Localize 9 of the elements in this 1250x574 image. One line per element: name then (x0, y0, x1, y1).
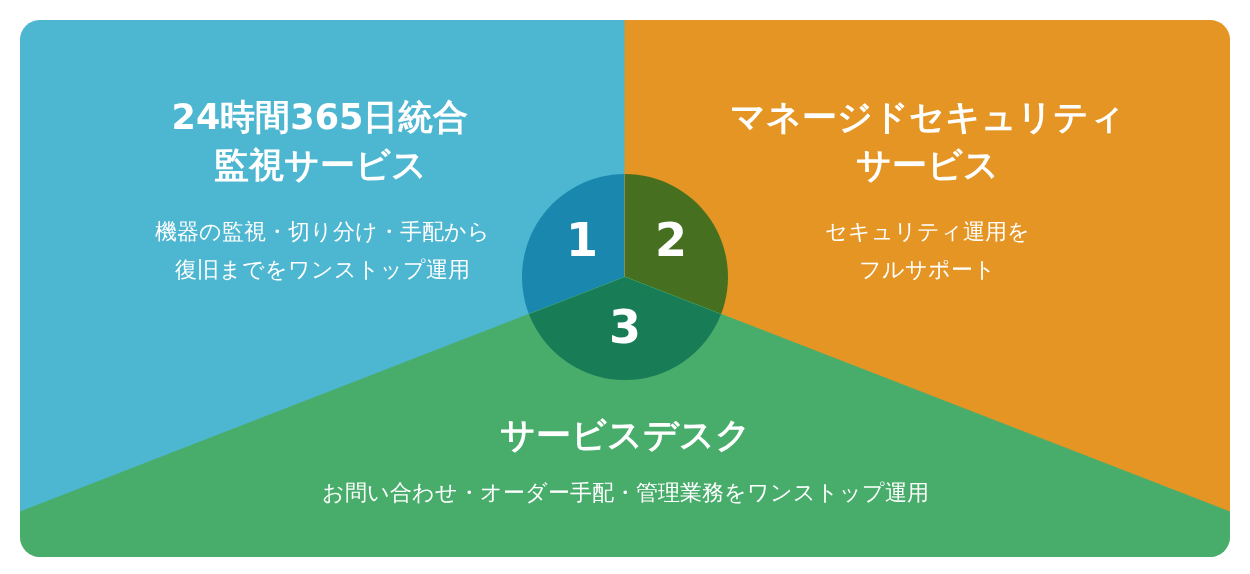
section-description: お問い合わせ・オーダー手配・管理業務をワンストップ運用 (320, 479, 930, 507)
section-number: 1 (565, 215, 599, 265)
section-heading: 24時間365日統合監視サービス (170, 96, 470, 187)
section-description: 機器の監視・切り分け・手配から復旧までをワンストップ運用 (153, 218, 491, 284)
section-number: 2 (654, 215, 688, 265)
section-number: 3 (607, 302, 642, 352)
section-heading: サービスデスク (498, 414, 752, 457)
section-heading: マネージドセキュリティサービス (729, 96, 1125, 187)
section-description: セキュリティ運用をフルサポート (823, 218, 1031, 284)
